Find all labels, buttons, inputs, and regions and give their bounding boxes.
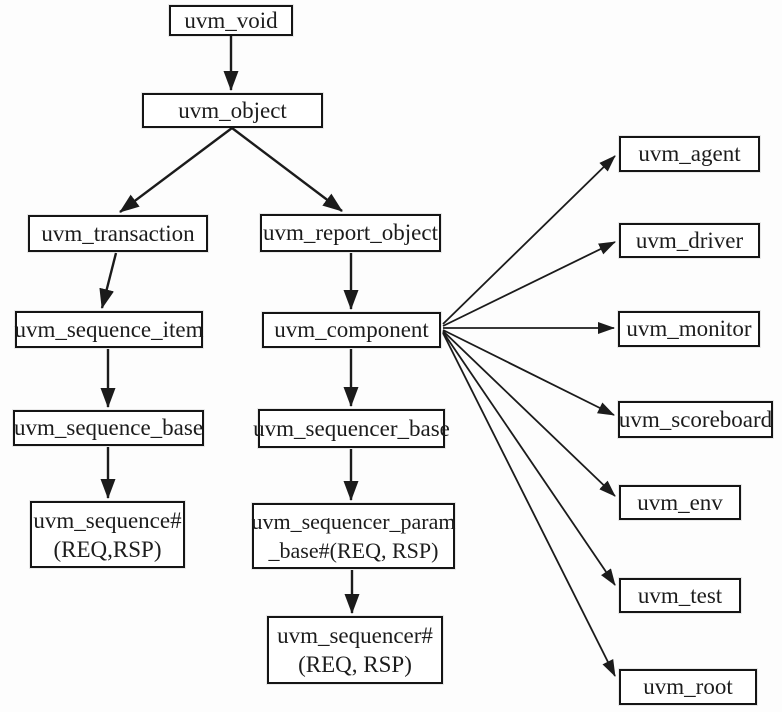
edge-uvm_component-to-uvm_driver xyxy=(442,241,616,327)
edge-uvm_component-to-uvm_scoreboard xyxy=(442,329,615,416)
node-uvm-sequence-req-rsp: uvm_sequence# (REQ,RSP) xyxy=(30,501,185,568)
edge-uvm_object-to-uvm_transaction xyxy=(119,127,233,213)
edge-uvm_component-to-uvm_env xyxy=(442,330,616,497)
node-uvm-env: uvm_env xyxy=(619,485,741,520)
node-uvm-test: uvm_test xyxy=(619,578,741,613)
node-uvm-driver: uvm_driver xyxy=(619,223,760,258)
node-label-line: (REQ, RSP) xyxy=(298,652,412,677)
node-label-line: (REQ,RSP) xyxy=(53,536,162,562)
node-uvm-sequence-base: uvm_sequence_base xyxy=(13,410,204,446)
edge-uvm_object-to-uvm_report_object xyxy=(231,127,343,212)
node-uvm-sequencer-req-rsp: uvm_sequencer# (REQ, RSP) xyxy=(267,616,443,684)
node-uvm-monitor: uvm_monitor xyxy=(618,311,760,347)
edge-uvm_component-to-uvm_root xyxy=(442,332,616,677)
node-uvm-component: uvm_component xyxy=(262,312,441,348)
edge-uvm_component-to-uvm_test xyxy=(442,331,616,586)
node-uvm-sequencer-param-base: uvm_sequencer_param _base#(REQ, RSP) xyxy=(251,503,456,569)
node-uvm-void: uvm_void xyxy=(169,5,293,36)
node-uvm-agent: uvm_agent xyxy=(619,136,760,172)
node-uvm-sequence-item: uvm_sequence_item xyxy=(14,311,204,348)
node-label-line: uvm_sequencer_param xyxy=(251,509,456,534)
node-uvm-scoreboard: uvm_scoreboard xyxy=(618,401,773,438)
node-label-line: uvm_sequence# xyxy=(33,507,182,533)
node-uvm-sequencer-base: uvm_sequencer_base xyxy=(253,409,450,448)
node-label-line: _base#(REQ, RSP) xyxy=(268,538,439,563)
node-label-line: uvm_sequencer# xyxy=(277,623,433,648)
node-uvm-object: uvm_object xyxy=(142,93,323,128)
node-uvm-transaction: uvm_transaction xyxy=(28,215,208,252)
node-uvm-root: uvm_root xyxy=(619,669,757,705)
edge-uvm_component-to-uvm_agent xyxy=(442,155,616,325)
node-uvm-report-object: uvm_report_object xyxy=(260,214,441,252)
edge-uvm_transaction-to-uvm_sequence_item xyxy=(99,252,118,309)
